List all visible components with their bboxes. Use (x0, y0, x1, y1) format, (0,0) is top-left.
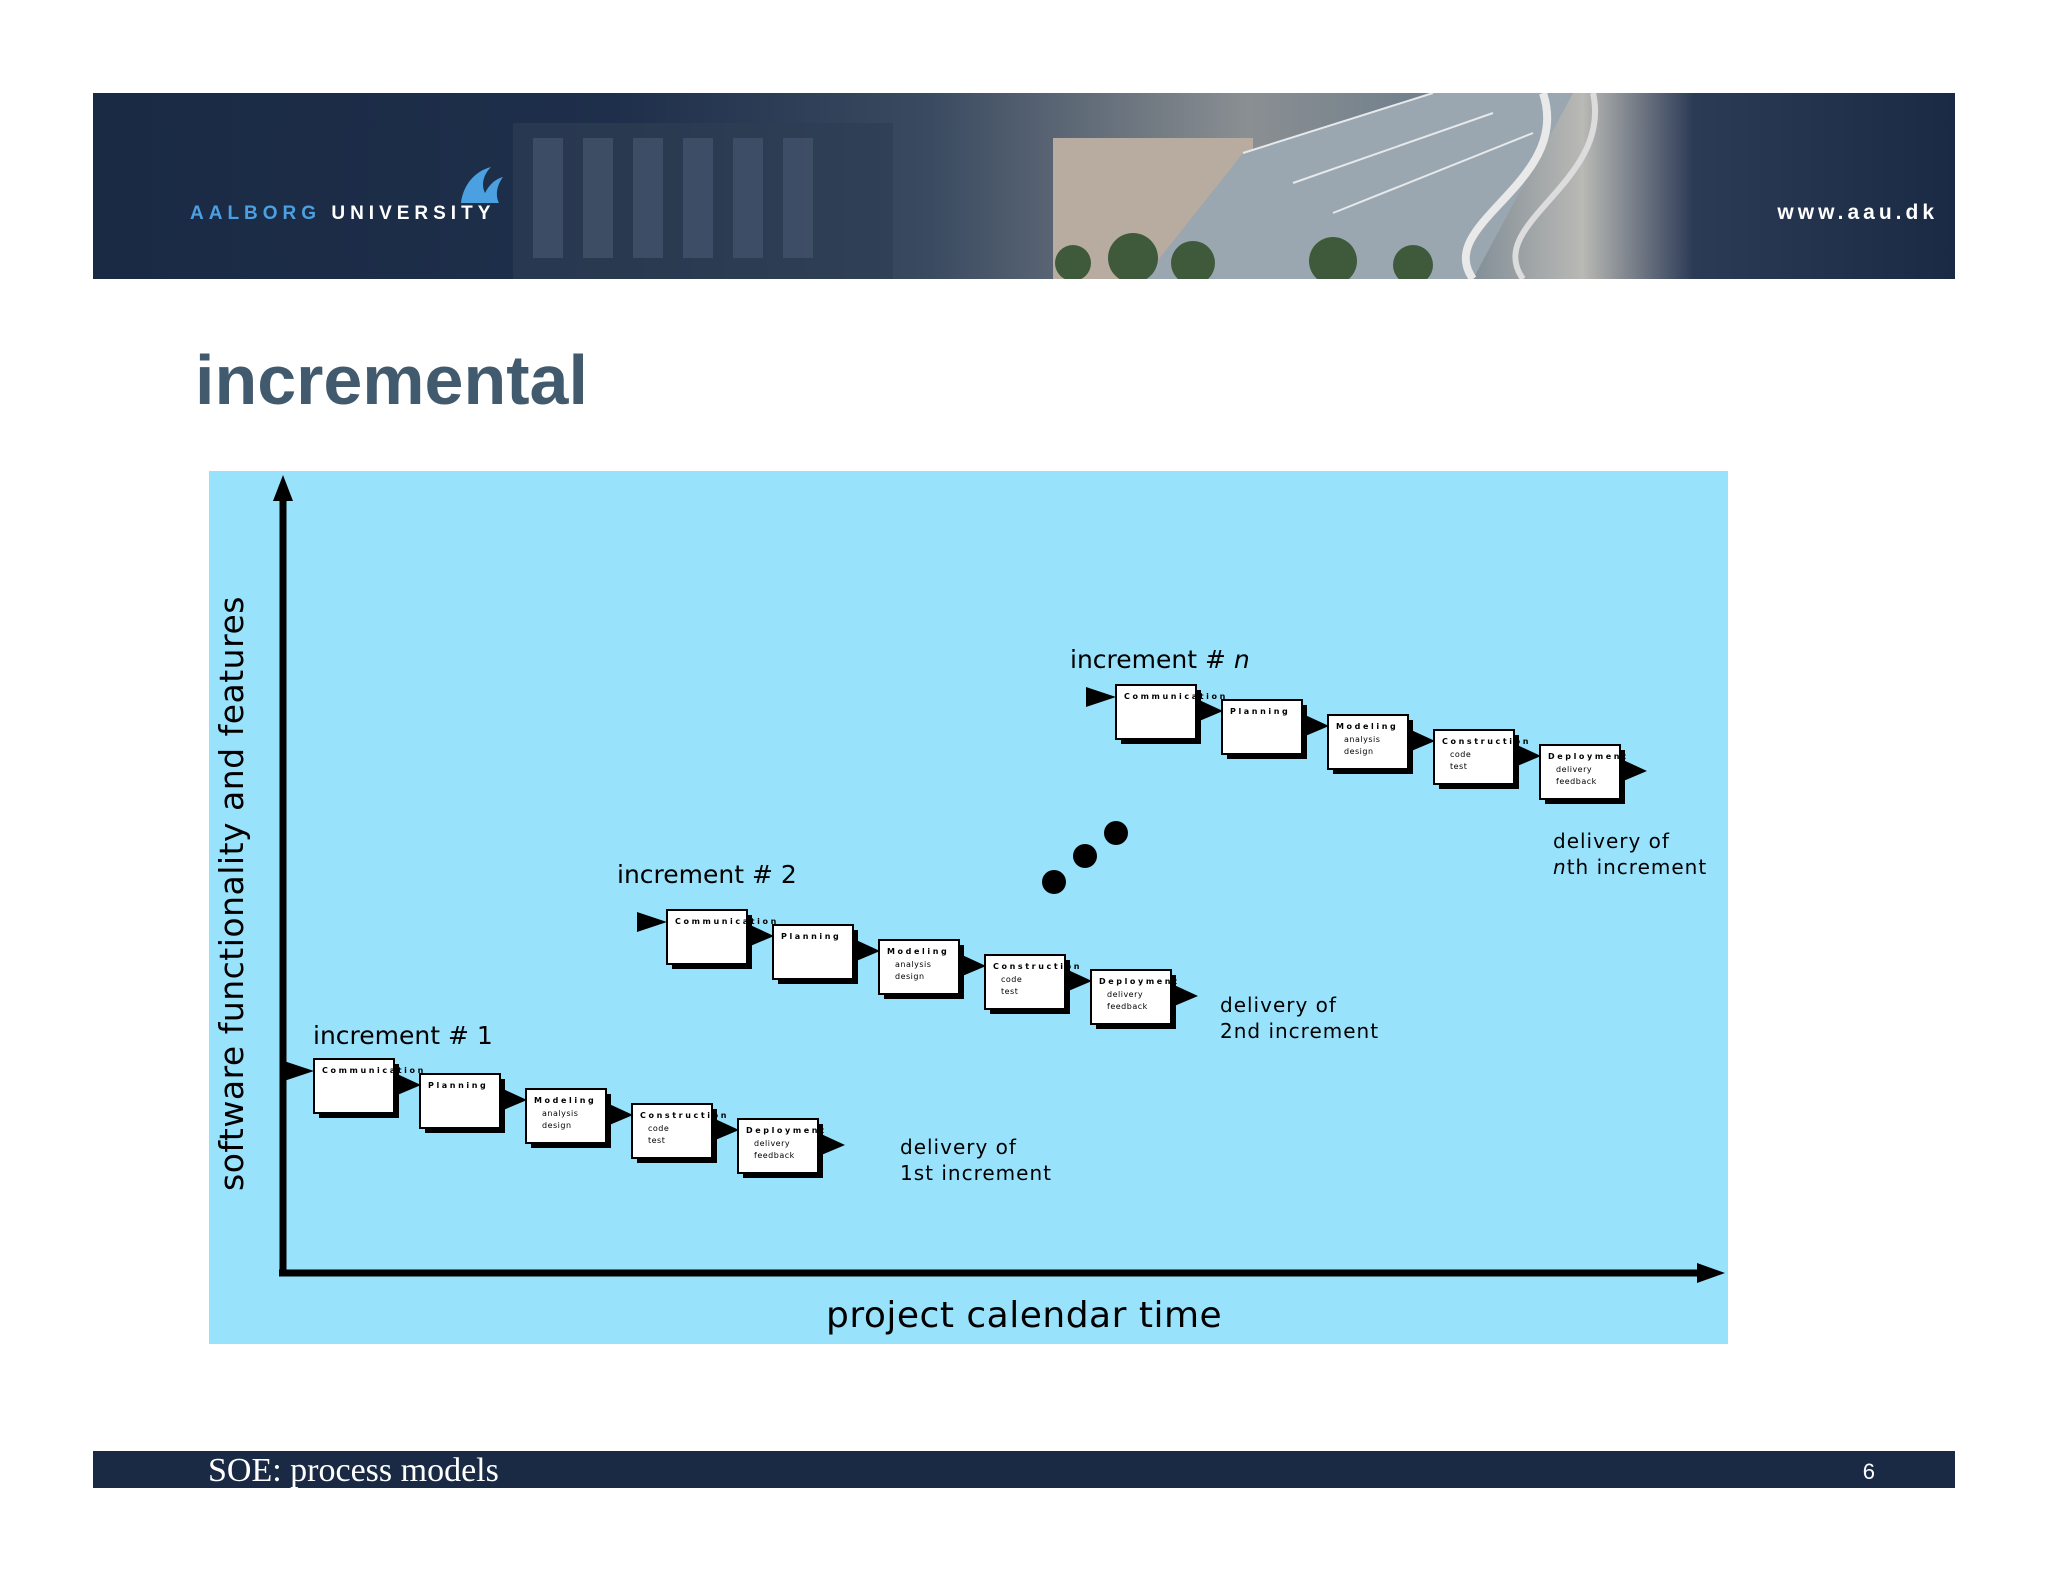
stage-name: Communication (1124, 692, 1228, 701)
stage-box (1433, 729, 1515, 785)
stage-name: Deployment (1548, 752, 1629, 761)
stage-arrow-icon (395, 1073, 421, 1096)
stage-name: Deployment (746, 1126, 827, 1135)
stage-arrow-icon (819, 1133, 845, 1156)
stage-sub-label: design (1344, 747, 1374, 756)
stage-sub-label: test (648, 1136, 665, 1145)
y-axis-arrowhead (273, 475, 293, 501)
entry-arrow-icon (1086, 687, 1116, 707)
stage-box (737, 1118, 819, 1174)
increment-label: increment # n (1070, 645, 1250, 674)
stage-name: Construction (640, 1111, 729, 1120)
stage-sub-label: design (895, 972, 925, 981)
delivery-label-line2: nth increment (1553, 855, 1707, 879)
page-number: 6 (1862, 1459, 1875, 1484)
stage-arrow-icon (713, 1118, 739, 1141)
stage-arrow-icon (854, 939, 880, 962)
stage-sub-label: test (1450, 762, 1467, 771)
stage-name: Modeling (534, 1096, 596, 1105)
stage-sub-label: analysis (895, 960, 931, 969)
stage-arrow-icon (501, 1088, 527, 1111)
stage-box (313, 1058, 395, 1114)
stage-box (878, 939, 960, 995)
delivery-label-line1: delivery of (1553, 829, 1670, 853)
stage-sub-label: analysis (542, 1109, 578, 1118)
ellipsis-dot (1073, 844, 1097, 868)
x-axis-arrowhead (1697, 1263, 1725, 1283)
stage-box (984, 954, 1066, 1010)
stage-sub-label: feedback (1107, 1002, 1148, 1011)
stage-box (772, 924, 854, 980)
incremental-diagram: software functionality and features proje… (209, 471, 1728, 1344)
diagram-canvas: software functionality and features proje… (212, 475, 1725, 1336)
delivery-label-line2: 1st increment (900, 1161, 1052, 1185)
slide-title: incremental (195, 341, 588, 419)
footer-bar: SOE: process models 6 (93, 1451, 1955, 1489)
stage-name: Communication (322, 1066, 426, 1075)
increment-label: increment # 1 (313, 1021, 493, 1050)
stage-sub-label: code (1001, 975, 1022, 984)
stage-arrow-icon (1621, 759, 1647, 782)
stage-box (1539, 744, 1621, 800)
stage-box (1221, 699, 1303, 755)
stage-name: Construction (993, 962, 1082, 971)
stage-name: Construction (1442, 737, 1531, 746)
stage-arrow-icon (1172, 984, 1198, 1007)
increment-label: increment # 2 (617, 860, 797, 889)
stage-sub-label: delivery (754, 1139, 790, 1148)
campus-photo (513, 93, 1598, 279)
stage-arrow-icon (1197, 699, 1223, 722)
delivery-label-line1: delivery of (900, 1135, 1017, 1159)
stage-arrow-icon (1409, 729, 1435, 752)
stage-sub-label: feedback (1556, 777, 1597, 786)
stage-name: Deployment (1099, 977, 1180, 986)
stage-box (631, 1103, 713, 1159)
stage-arrow-icon (1303, 714, 1329, 737)
stage-sub-label: code (648, 1124, 669, 1133)
stage-box (1115, 684, 1197, 740)
delivery-label-line1: delivery of (1220, 993, 1337, 1017)
stage-name: Planning (781, 932, 841, 941)
entry-arrow-icon (637, 912, 667, 932)
stage-arrow-icon (1515, 744, 1541, 767)
stage-name: Planning (1230, 707, 1290, 716)
university-logo-text: AALBORG UNIVERSITY (190, 203, 496, 224)
stage-name: Communication (675, 917, 779, 926)
stage-sub-label: delivery (1107, 990, 1143, 999)
stage-name: Modeling (1336, 722, 1398, 731)
stage-arrow-icon (1066, 969, 1092, 992)
stage-sub-label: design (542, 1121, 572, 1130)
stage-sub-label: code (1450, 750, 1471, 759)
ellipsis-dot (1104, 821, 1128, 845)
delivery-label-line2: 2nd increment (1220, 1019, 1379, 1043)
stage-sub-label: test (1001, 987, 1018, 996)
ellipsis-dot (1042, 870, 1066, 894)
stage-name: Planning (428, 1081, 488, 1090)
stage-name: Modeling (887, 947, 949, 956)
stage-sub-label: delivery (1556, 765, 1592, 774)
x-axis-label: project calendar time (826, 1295, 1222, 1336)
entry-arrow-icon (284, 1061, 314, 1081)
aau-logo-icon (461, 167, 503, 203)
stage-box (525, 1088, 607, 1144)
stage-arrow-icon (607, 1103, 633, 1126)
website-url: www.aau.dk (1777, 201, 1938, 224)
stage-sub-label: analysis (1344, 735, 1380, 744)
stage-sub-label: feedback (754, 1151, 795, 1160)
stage-box (1327, 714, 1409, 770)
stage-box (419, 1073, 501, 1129)
header-banner (93, 93, 1955, 279)
stage-arrow-icon (960, 954, 986, 977)
stage-arrow-icon (748, 924, 774, 947)
stage-box (1090, 969, 1172, 1025)
y-axis-label: software functionality and features (212, 596, 251, 1191)
stage-box (666, 909, 748, 965)
footer-title: SOE: process models (208, 1452, 499, 1489)
